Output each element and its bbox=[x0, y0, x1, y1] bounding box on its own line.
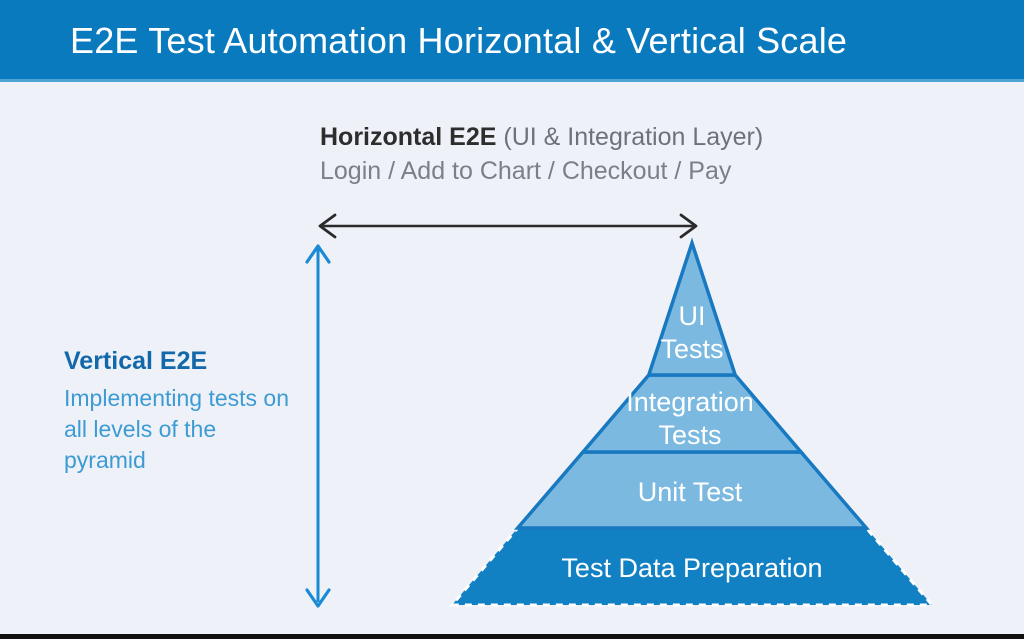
horizontal-e2e-title-strong: Horizontal E2E bbox=[320, 123, 497, 151]
vertical-e2e-body: Implementing tests on all levels of the … bbox=[64, 385, 290, 473]
pyramid-level-ui-tests bbox=[646, 237, 738, 377]
pyramid-level-test-data-preparation bbox=[448, 526, 936, 607]
pyramid-level-unit-test bbox=[513, 450, 871, 530]
bottom-strip bbox=[0, 634, 1024, 639]
horizontal-e2e-subtitle: Login / Add to Chart / Checkout / Pay bbox=[320, 157, 732, 185]
header-accent-line bbox=[0, 79, 1024, 82]
pyramid-level-integration-tests bbox=[579, 373, 805, 454]
horizontal-e2e-title: Horizontal E2E (UI & Integration Layer) bbox=[320, 120, 920, 154]
horizontal-e2e-title-rest: (UI & Integration Layer) bbox=[496, 123, 764, 151]
header-bar bbox=[0, 0, 1024, 79]
vertical-e2e-title: Vertical E2E bbox=[64, 347, 208, 375]
page-title: E2E Test Automation Horizontal & Vertica… bbox=[70, 20, 848, 61]
vertical-e2e-caption: Vertical E2E Implementing tests on all l… bbox=[64, 344, 294, 476]
horizontal-e2e-caption: Horizontal E2E (UI & Integration Layer) … bbox=[320, 120, 920, 188]
